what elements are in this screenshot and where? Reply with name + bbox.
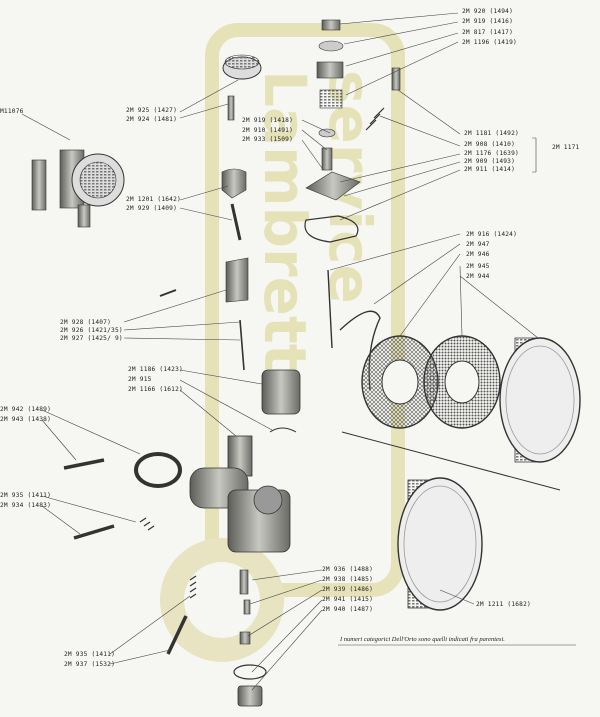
label-2m934: 2M 934 (1483)	[0, 502, 52, 509]
label-2m941: 2M 941 (1415)	[322, 596, 374, 603]
label-2m936: 2M 936 (1488)	[322, 566, 374, 573]
label-2m935b: 2M 935 (1411)	[64, 651, 116, 658]
label-2m940: 2M 940 (1487)	[322, 606, 374, 613]
label-2m1176: 2M 1176 (1639)	[464, 150, 519, 157]
label-2m1181: 2M 1181 (1492)	[464, 130, 519, 137]
label-2m933: 2M 933 (1509)	[242, 136, 294, 143]
label-2m911: 2M 911 (1414)	[464, 166, 516, 173]
top-stack-parts	[304, 19, 401, 243]
label-2m928: 2M 928 (1407)	[60, 319, 112, 326]
label-2m916: 2M 916 (1424)	[466, 231, 518, 238]
left-mid-parts	[159, 54, 381, 391]
label-2m942: 2M 942 (1489)	[0, 406, 52, 413]
left-lower-parts	[63, 452, 267, 707]
label-2m943: 2M 943 (1438)	[0, 416, 52, 423]
label-2m945: 2M 945	[466, 263, 490, 270]
label-2m946: 2M 946	[466, 251, 490, 258]
assembled-carburettor	[31, 149, 125, 228]
label-2m919b: 2M 919 (1418)	[242, 117, 294, 124]
label-2m1201: 2M 1201 (1642)	[126, 196, 181, 203]
label-2m919a: 2M 919 (1416)	[462, 18, 514, 25]
label-2m1211: 2M 1211 (1682)	[476, 601, 531, 608]
label-2m947: 2M 947	[466, 241, 490, 248]
label-2m909: 2M 909 (1493)	[464, 158, 516, 165]
label-2m910: 2M 910 (1491)	[242, 127, 294, 134]
label-2m908: 2M 908 (1410)	[464, 141, 516, 148]
label-2m817: 2M 817 (1417)	[462, 29, 514, 36]
label-m11076: M11076	[0, 108, 24, 115]
watermark: Lambretta service	[160, 23, 405, 662]
label-2m935a: 2M 935 (1411)	[0, 492, 52, 499]
air-filter-group	[341, 335, 581, 611]
label-2m925: 2M 925 (1427)	[126, 107, 178, 114]
label-2m929: 2M 929 (1409)	[126, 205, 178, 212]
carburettor-body	[189, 369, 301, 553]
leader-lines	[21, 12, 539, 691]
label-2m1171: 2M 1171	[552, 144, 580, 151]
label-2m915: 2M 915	[128, 376, 152, 383]
label-2m937: 2M 937 (1532)	[64, 661, 116, 668]
label-2m1166: 2M 1166 (1612)	[128, 386, 183, 393]
label-2m1196: 2M 1196 (1419)	[462, 39, 517, 46]
label-2m938: 2M 938 (1485)	[322, 576, 374, 583]
label-2m1186: 2M 1186 (1423)	[128, 366, 183, 373]
label-2m926: 2M 926 (1421/35)	[60, 327, 123, 334]
label-2m920: 2M 920 (1494)	[462, 8, 514, 15]
label-2m927: 2M 927 (1425/ 9)	[60, 335, 123, 342]
label-2m924: 2M 924 (1481)	[126, 116, 178, 123]
label-2m944: 2M 944	[466, 273, 490, 280]
watermark-text-a: Lambretta	[251, 70, 319, 411]
footnote: I numeri categorici Dell'Orto sono quell…	[340, 636, 505, 643]
label-2m939: 2M 939 (1486)	[322, 586, 374, 593]
